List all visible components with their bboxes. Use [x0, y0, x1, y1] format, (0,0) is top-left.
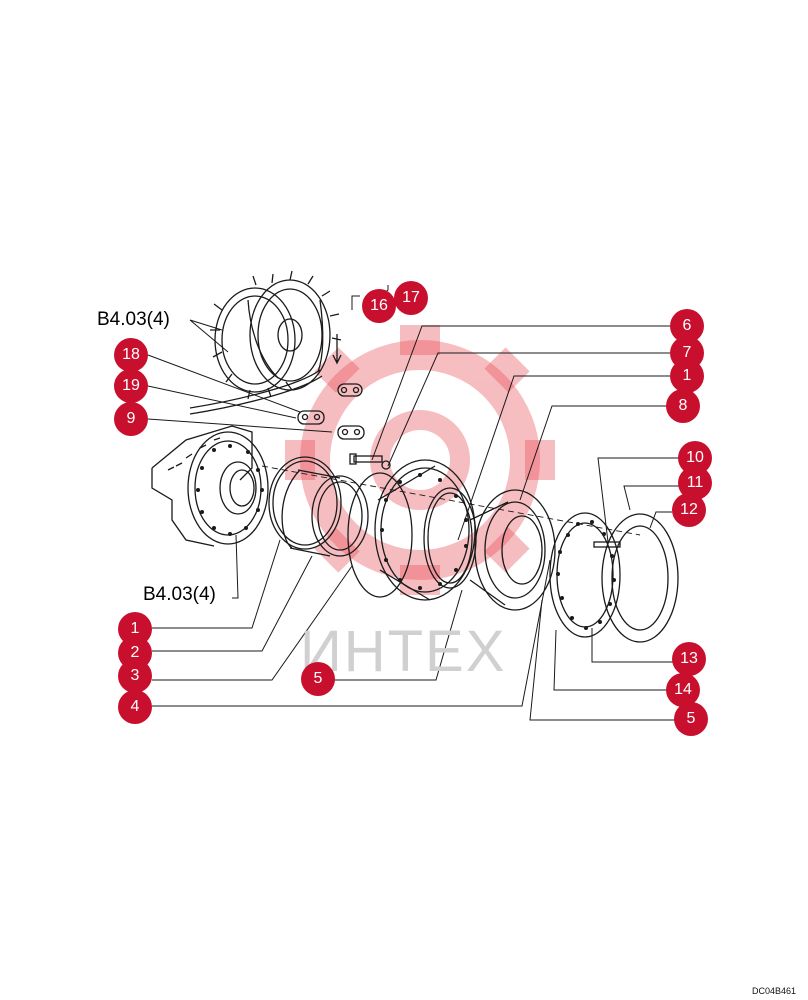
drive-housing: [151, 425, 269, 547]
drawing-code: DC04B461: [751, 986, 796, 996]
seal-ring-1: [268, 456, 342, 550]
callout-badge-4: 4: [118, 690, 152, 724]
callout-badge-14: 14: [666, 673, 700, 707]
callout-badge-6: 6: [670, 309, 704, 343]
watermark-logo: [300, 340, 540, 580]
flange-14: [549, 512, 621, 638]
callout-badge-12: 12: [672, 493, 706, 527]
callout-badge-5-right: 5: [674, 702, 708, 736]
reference-label-bottom: B4.03(4): [143, 584, 216, 605]
chain-link-18-19: [297, 410, 325, 425]
arrow-17: [332, 334, 342, 365]
callout-badge-13: 13: [672, 642, 706, 676]
callout-badge-5-center: 5: [301, 662, 335, 696]
callout-badge-16: 16: [362, 289, 396, 323]
watermark-gear-teeth: [285, 325, 555, 595]
chain-link-9: [337, 425, 365, 440]
leader-lines: [147, 285, 685, 721]
callout-badge-9: 9: [114, 402, 148, 436]
housing-bolt-holes: [196, 444, 264, 536]
callout-badge-18: 18: [114, 338, 148, 372]
cover-ring-12: [601, 513, 679, 643]
hub-8: [469, 489, 556, 611]
flange-bolt-holes: [556, 520, 616, 630]
callout-badge-1-top: 1: [670, 359, 704, 393]
drum-bolt-holes: [380, 473, 468, 590]
callout-badge-8: 8: [666, 389, 700, 423]
sprocket-assembly: [210, 270, 342, 400]
roller-chain: [189, 299, 324, 415]
bearing-sleeve-3: [281, 469, 369, 557]
callout-badge-3: 3: [118, 659, 152, 693]
chain-link-16: [337, 383, 363, 397]
callout-badge-19: 19: [114, 369, 148, 403]
bolt-6: [349, 453, 391, 470]
callout-badge-17: 17: [394, 281, 428, 315]
reference-label-top: B4.03(4): [97, 309, 170, 330]
